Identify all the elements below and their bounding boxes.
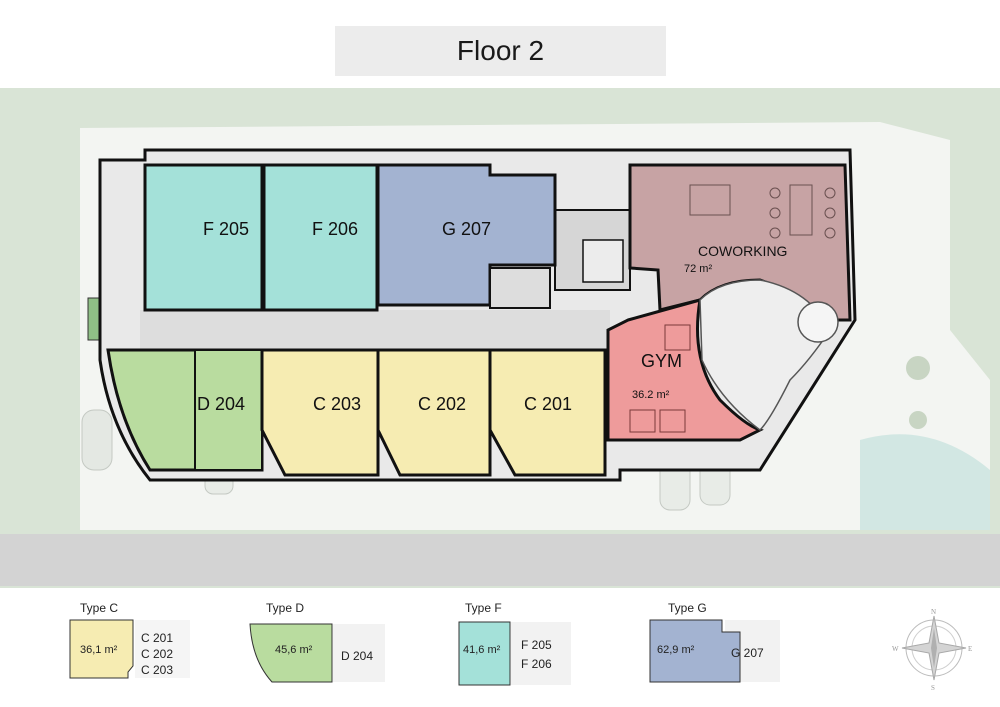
legend-type-c-area: 36,1 m² — [80, 644, 118, 656]
gym-equipment — [629, 324, 691, 433]
compass-w: W — [892, 645, 899, 653]
legend-unit: D 204 — [341, 649, 374, 663]
unit-c-202[interactable] — [376, 348, 492, 477]
unit-label-c203: C 203 — [313, 394, 361, 414]
gym-area: 36.2 m² — [632, 389, 670, 401]
legend-type-c-units: C 201 C 202 C 203 — [141, 630, 173, 678]
elevator — [582, 239, 624, 283]
unit-label-c201: C 201 — [524, 394, 572, 414]
planter — [906, 356, 930, 380]
unit-d-204-extension — [194, 349, 263, 471]
legend-unit: C 202 — [141, 647, 174, 661]
compass-icon: N S E W — [892, 608, 972, 692]
atrium — [699, 279, 831, 431]
planter — [909, 411, 927, 429]
legend-unit: F 206 — [521, 657, 552, 671]
unit-c-203[interactable] — [260, 348, 380, 477]
legend-swatch-f — [458, 621, 571, 686]
unit-label-d204: D 204 — [197, 394, 245, 414]
legend-swatch-c — [69, 619, 190, 679]
legend-swatch-d — [249, 623, 385, 683]
unit-c-201[interactable] — [488, 348, 607, 477]
legend-type-d-label: Type D — [266, 601, 305, 615]
service-room — [489, 267, 551, 309]
coworking-label: COWORKING — [698, 243, 787, 259]
corridor — [140, 310, 610, 350]
compass-n: N — [931, 608, 936, 616]
legend-unit: C 201 — [141, 631, 174, 645]
unit-label-g207: G 207 — [442, 219, 491, 239]
legend-type-f-label: Type F — [465, 601, 502, 615]
parked-car — [81, 409, 113, 471]
compass-s: S — [931, 684, 935, 692]
legend-type-d-units: D 204 — [341, 648, 373, 664]
compass-e: E — [968, 645, 972, 653]
legend-swatch-g — [649, 619, 780, 683]
legend-type-g-label: Type G — [668, 601, 707, 615]
legend-unit: G 207 — [731, 646, 764, 660]
legend-type-g-units: G 207 — [731, 645, 764, 661]
legend-type-g-area: 62,9 m² — [657, 644, 695, 656]
road — [0, 534, 1000, 586]
coworking-tables — [689, 184, 836, 239]
spiral-stair — [797, 301, 839, 343]
page-title: Floor 2 — [335, 26, 666, 76]
unit-f-205[interactable] — [143, 163, 264, 312]
legend-type-f-area: 41,6 m² — [463, 644, 501, 656]
unit-label-c202: C 202 — [418, 394, 466, 414]
unit-label-f205: F 205 — [203, 219, 249, 239]
unit-g-207[interactable] — [376, 163, 557, 307]
gym-label: GYM — [641, 351, 682, 371]
legend-type-c-label: Type C — [80, 601, 119, 615]
legend-unit: F 205 — [521, 638, 552, 652]
legend-type-f-units: F 205 F 206 — [521, 636, 552, 674]
legend-type-d-area: 45,6 m² — [275, 644, 313, 656]
legend-unit: C 203 — [141, 663, 174, 677]
unit-label-f206: F 206 — [312, 219, 358, 239]
coworking-area: 72 m² — [684, 263, 712, 275]
landscape-pool — [860, 434, 990, 530]
